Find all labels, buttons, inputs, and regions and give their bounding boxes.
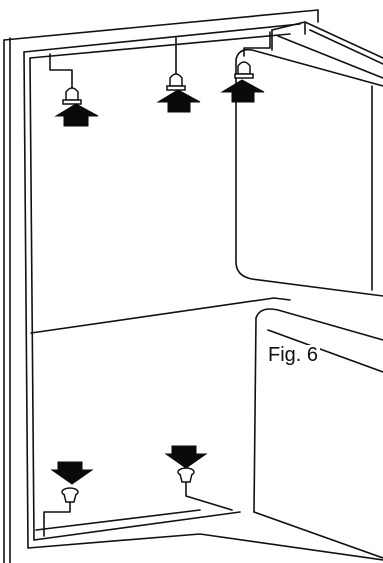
upper-drawer xyxy=(235,21,383,297)
arrow-up-icon xyxy=(156,89,201,113)
upper-fasteners xyxy=(62,61,254,105)
mounting-peg-icon xyxy=(234,61,254,79)
door-panel-outline xyxy=(23,23,383,561)
compartment-divider xyxy=(30,297,291,334)
lower-leader-lines xyxy=(43,479,233,537)
mounting-peg-icon xyxy=(61,487,79,503)
mounting-peg-icon xyxy=(177,467,195,483)
arrow-up-icon xyxy=(220,79,265,103)
cabinet-frame xyxy=(3,9,319,563)
upper-leader-lines xyxy=(49,31,271,89)
arrow-down-icon xyxy=(50,461,94,485)
arrow-up-icon xyxy=(54,103,99,127)
mounting-peg-icon xyxy=(62,87,82,105)
lower-drawer xyxy=(253,308,383,559)
figure-label: Fig. 6 xyxy=(266,344,321,366)
lower-fasteners xyxy=(61,467,195,503)
mounting-peg-icon xyxy=(166,73,186,91)
lower-arrows xyxy=(50,445,208,485)
arrow-down-icon xyxy=(164,445,208,469)
upper-arrows xyxy=(54,79,265,127)
